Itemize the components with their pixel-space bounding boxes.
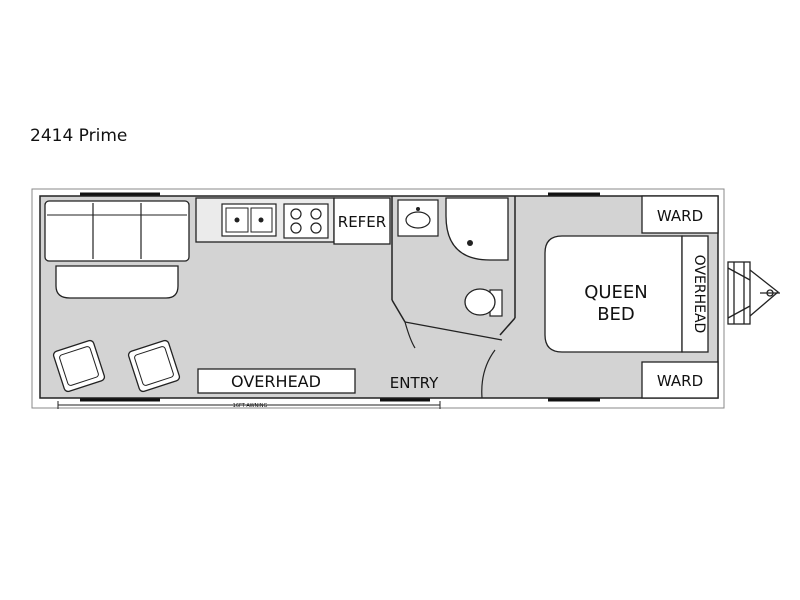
armchair-right — [127, 339, 181, 393]
awning — [57, 401, 441, 409]
model-title: 2414 Prime — [30, 126, 128, 146]
sofa — [44, 200, 190, 262]
overhead-bottom — [197, 368, 356, 394]
entry-label: ENTRY — [390, 374, 439, 392]
wardrobe-bottom — [641, 361, 719, 399]
refer-label: REFER — [338, 213, 386, 231]
bathroom-walls — [391, 196, 516, 336]
overhead-front — [681, 235, 709, 353]
entry-door — [481, 349, 496, 399]
overhead-bottom-label: OVERHEAD — [231, 372, 321, 391]
stove — [283, 203, 329, 239]
ward-top-label: WARD — [657, 207, 703, 225]
bathroom-door — [404, 321, 503, 349]
queen-bed — [544, 235, 683, 353]
wardrobe-top — [641, 195, 719, 234]
window-markers — [80, 192, 600, 402]
hitch-tongue — [727, 261, 780, 325]
bed-label: BED — [597, 304, 635, 325]
ward-bottom-label: WARD — [657, 372, 703, 390]
kitchen-sink — [221, 203, 277, 237]
armchair-left — [52, 339, 106, 393]
queen-label: QUEEN — [584, 282, 648, 303]
refrigerator — [333, 197, 391, 245]
awning-label: 16FT AWNING — [233, 403, 268, 409]
table — [55, 265, 179, 299]
overhead-front-label: OVERHEAD — [691, 255, 707, 334]
toilet — [464, 288, 503, 317]
bathroom-sink — [397, 199, 439, 237]
shower — [445, 197, 509, 261]
